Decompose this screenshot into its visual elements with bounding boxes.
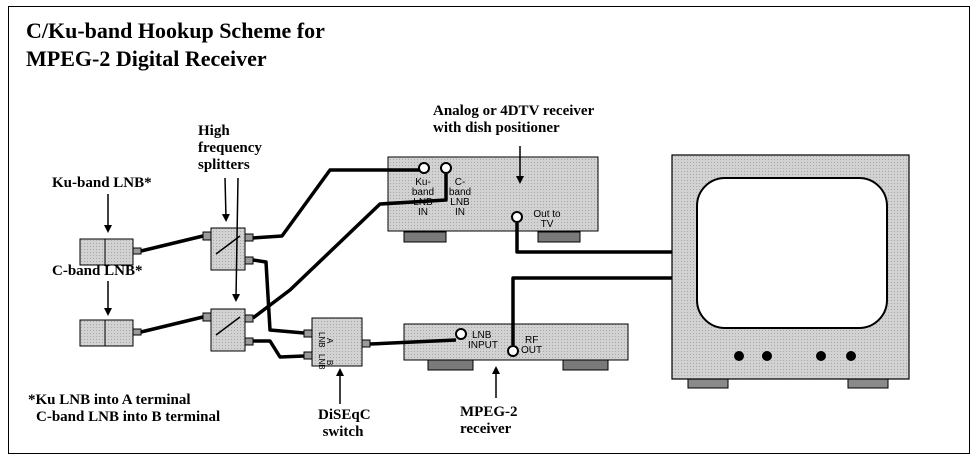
out-to-tv-connector <box>511 211 523 223</box>
c-band-lnb-label: C-band LNB* <box>52 263 143 279</box>
splitter-upper <box>202 227 254 271</box>
ku-band-lnb-label: Ku-band LNB* <box>52 175 152 191</box>
arrow-splitter-upper <box>221 177 230 222</box>
rf-out-label: RF OUT <box>521 335 543 356</box>
callout-arrows <box>104 146 524 404</box>
switch-b-label-letter: B <box>325 360 334 365</box>
switch-a-label-lnb: LNB <box>317 332 326 348</box>
tv-knob-4 <box>846 351 856 361</box>
mpeg2-receiver <box>403 323 629 371</box>
television <box>671 154 910 389</box>
tv-knob-2 <box>762 351 772 361</box>
mpeg2-foot-left <box>427 359 474 371</box>
receiver-foot-left <box>403 231 447 243</box>
title-line-2: MPEG-2 Digital Receiver <box>26 46 267 71</box>
analog-receiver-label: Analog or 4DTV receiver with dish positi… <box>433 103 595 136</box>
tv-knob-3 <box>816 351 826 361</box>
tv-screen <box>696 177 888 329</box>
switch-a-label-letter: A <box>325 338 334 344</box>
switch-b-label-lnb: LNB <box>317 354 326 370</box>
out-to-tv-label: Out to TV <box>533 209 561 230</box>
c-lnb-in-connector <box>440 162 452 174</box>
cable-ku-lnb-to-splitter <box>140 234 204 253</box>
receiver-foot-right <box>537 231 581 243</box>
ku-band-lnb <box>79 238 142 266</box>
cable-splitter-to-c-in <box>251 174 448 320</box>
cable-out-to-tv <box>515 223 672 254</box>
c-band-lnb <box>79 319 142 347</box>
lnb-input-label: LNB INPUT <box>468 330 498 351</box>
ku-lnb-in-connector <box>418 162 430 174</box>
rf-out-connector <box>507 345 519 357</box>
diseqc-switch-label: DiSEqC switch <box>318 407 371 440</box>
footnote: *Ku LNB into A terminal C-band LNB into … <box>28 392 221 425</box>
arrow-splitter-lower <box>232 177 241 302</box>
high-frequency-splitters-label: High frequency splitters <box>198 123 262 173</box>
cable-splitter-to-ku-in <box>252 168 420 240</box>
ku-band-lnb-in-label: Ku- band LNB IN <box>411 177 435 218</box>
lnb-input-connector <box>455 328 467 340</box>
analog-4dtv-receiver <box>387 156 599 243</box>
title-line-1: C/Ku-band Hookup Scheme for <box>26 18 325 43</box>
mpeg2-receiver-label: MPEG-2 receiver <box>460 404 518 437</box>
diseqc-switch <box>303 317 371 367</box>
c-band-lnb-in-label: C- band LNB IN <box>448 177 472 218</box>
cable-switch-to-lnb-input <box>369 338 457 346</box>
cables <box>140 168 672 359</box>
cable-splitter-to-switch-b <box>253 339 305 359</box>
cable-rf-out-to-tv <box>511 276 672 345</box>
tv-knob-1 <box>734 351 744 361</box>
mpeg2-foot-right <box>562 359 609 371</box>
cable-splitter-to-switch-a <box>252 258 305 335</box>
splitter-lower <box>202 308 254 352</box>
cable-c-lnb-to-splitter <box>140 315 204 334</box>
switch-port-labels: LNB A LNB B <box>317 332 334 370</box>
